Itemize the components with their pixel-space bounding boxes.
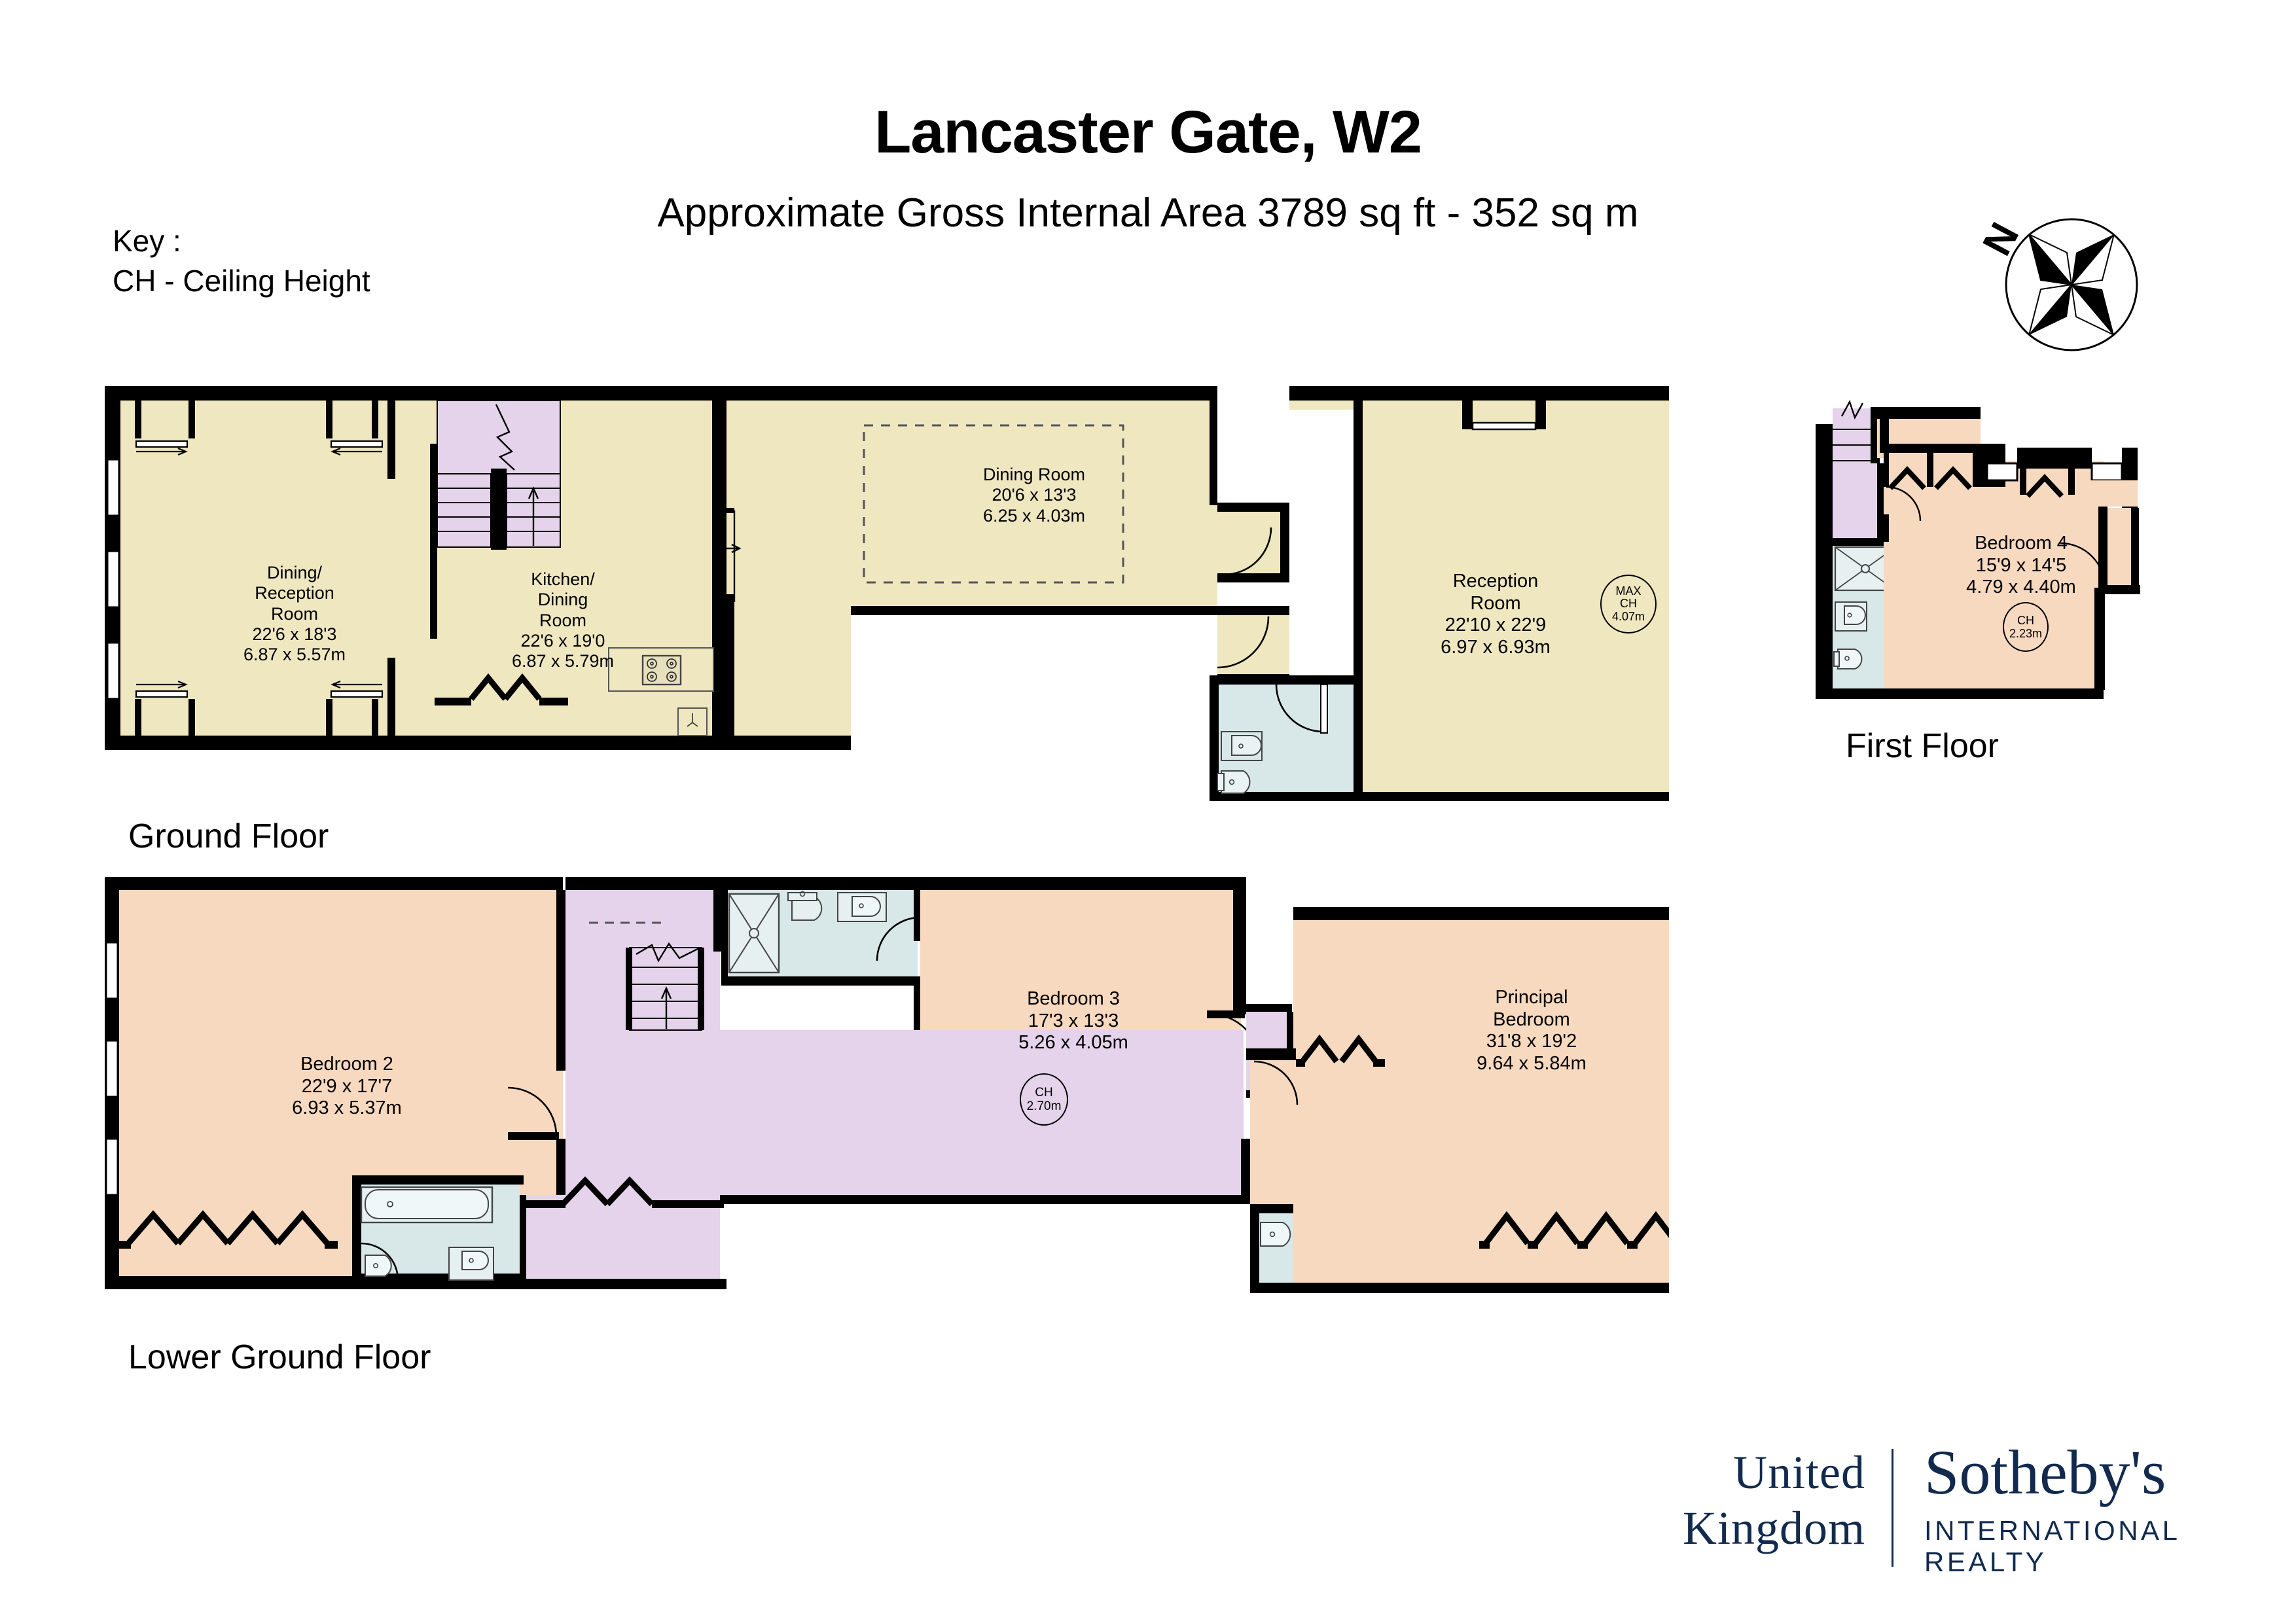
- sothebys-logo: United Kingdom Sotheby's INTERNATIONAL R…: [1610, 1439, 2225, 1590]
- first-staircase: [1833, 400, 1884, 539]
- page-subtitle: Approximate Gross Internal Area 3789 sq …: [657, 190, 1639, 236]
- room-label-bedroom-3: Bedroom 3 17'3 x 13'3 5.26 x 4.05m: [1018, 988, 1128, 1054]
- ground-staircase: [437, 400, 561, 550]
- badge-bedroom-3-ch: CH 2.70m: [1020, 1073, 1068, 1126]
- logo-tagline: INTERNATIONAL REALTY: [1924, 1514, 2179, 1577]
- logo-divider: [1892, 1449, 1893, 1567]
- lower-ground-floor-caption: Lower Ground Floor: [128, 1338, 431, 1376]
- first-floor-plan: Bedroom 4 15'9 x 14'5 4.79 x 4.40m CH 2.…: [1806, 393, 2173, 723]
- lower-left-bathroom: [352, 1175, 524, 1283]
- room-label-bedroom-2: Bedroom 2 22'9 x 17'7 6.93 x 5.37m: [292, 1054, 402, 1119]
- kitchen-sink-icon: [677, 707, 708, 736]
- room-label-kitchen-dining-room: Kitchen/ Dining Room 22'6 x 19'0 6.87 x …: [511, 569, 615, 671]
- ground-floor-caption: Ground Floor: [128, 817, 329, 855]
- key-title: Key :: [113, 224, 181, 258]
- logo-united-kingdom: United Kingdom: [1682, 1446, 1865, 1554]
- lower-ground-floor-plan: Bedroom 2 22'9 x 17'7 6.93 x 5.37m Bedro…: [105, 877, 1751, 1306]
- compass-rose-icon: [2005, 218, 2138, 351]
- ground-cloakroom: [1210, 675, 1363, 801]
- room-label-dining-reception-room: Dining/ Reception Room 22'6 x 18'3 6.87 …: [243, 563, 346, 665]
- first-floor-caption: First Floor: [1846, 727, 1999, 765]
- badge-reception-room-max-ch: MAX CH 4.07m: [1600, 575, 1657, 633]
- key-ceiling-height: CH - Ceiling Height: [113, 263, 370, 298]
- room-label-dining-room: Dining Room 20'6 x 13'3 6.25 x 4.03m: [982, 465, 1086, 526]
- room-label-principal-bedroom: Principal Bedroom 31'8 x 19'2 9.64 x 5.8…: [1477, 987, 1587, 1074]
- room-label-bedroom-4: Bedroom 4 15'9 x 14'5 4.79 x 4.40m: [1966, 533, 2076, 598]
- page-title: Lancaster Gate, W2: [874, 99, 1422, 166]
- room-label-reception-room: Reception Room 22'10 x 22'9 6.97 x 6.93m: [1441, 571, 1551, 658]
- key-legend: Key : CH - Ceiling Height: [113, 221, 370, 300]
- kitchen-hob-icon: [608, 647, 714, 692]
- badge-bedroom-4-ch: CH 2.23m: [2003, 602, 2049, 652]
- lower-staircase: [626, 942, 704, 1031]
- logo-brand-name: Sotheby's: [1924, 1437, 2166, 1507]
- dining-room-dashed-outline: [863, 424, 1124, 584]
- lower-shower-room: [721, 890, 921, 986]
- ground-floor-plan: Dining/ Reception Room 22'6 x 18'3 6.87 …: [105, 386, 1952, 815]
